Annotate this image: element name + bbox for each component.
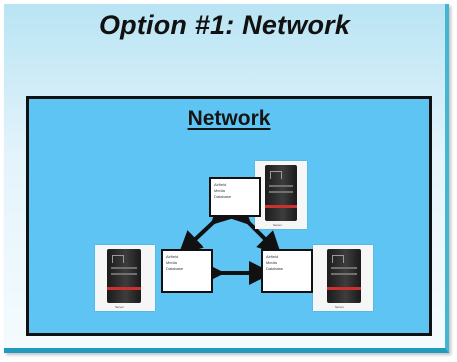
server-tower-icon (107, 249, 141, 303)
database-box-top: Airfield Media Database (209, 177, 261, 217)
slide: Option #1: Network Network Server (4, 4, 449, 353)
server-tower-icon (327, 249, 361, 303)
db-line: Media (166, 260, 177, 265)
db-line: Airfield (214, 182, 227, 187)
server-caption: Server (273, 223, 282, 227)
server-tower-icon (265, 165, 297, 221)
network-links (178, 200, 282, 285)
slide-title: Option #1: Network (98, 10, 351, 40)
db-line: Media (214, 188, 225, 193)
server-caption: Server (115, 305, 124, 309)
link-top-left (178, 200, 236, 256)
database-box-left: Airfield Media Database (161, 249, 213, 293)
server-top: Server (255, 161, 307, 229)
db-line: Database (266, 266, 284, 271)
db-line: Database (214, 194, 232, 199)
db-line: Airfield (266, 254, 279, 259)
db-line: Media (266, 260, 277, 265)
panel-title: Network (187, 107, 271, 130)
network-panel: Network Server Airfield Media (26, 96, 432, 336)
database-box-right: Airfield Media Database (261, 249, 313, 293)
db-line: Database (166, 266, 184, 271)
db-line: Airfield (166, 254, 179, 259)
server-right: Server (313, 245, 373, 311)
server-left: Server (95, 245, 155, 311)
link-top-right (226, 200, 282, 256)
server-caption: Server (335, 305, 344, 309)
